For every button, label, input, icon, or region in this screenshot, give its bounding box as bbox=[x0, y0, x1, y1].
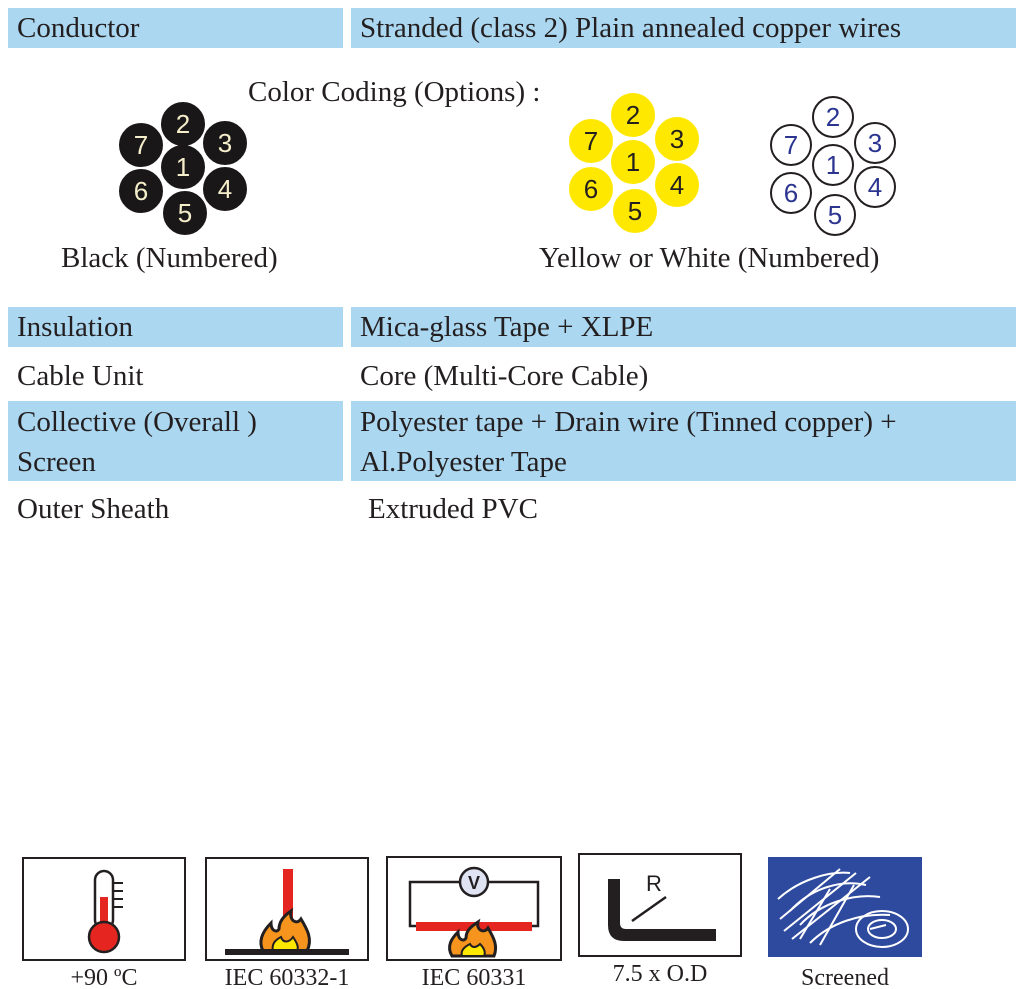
yellow-core-1: 1 bbox=[611, 140, 655, 184]
screen-value-line1: Polyester tape + Drain wire (Tinned copp… bbox=[360, 406, 897, 438]
white-core-4: 4 bbox=[854, 166, 896, 208]
black-core-1: 1 bbox=[161, 145, 205, 189]
conductor-label: Conductor bbox=[8, 8, 343, 48]
insulation-label: Insulation bbox=[8, 307, 343, 347]
conductor-row: Conductor Stranded (class 2) Plain annea… bbox=[8, 8, 1016, 48]
white-core-5: 5 bbox=[814, 194, 856, 236]
radius-label: R bbox=[646, 871, 662, 896]
black-core-5: 5 bbox=[163, 191, 207, 235]
bending-radius-icon: R bbox=[608, 871, 716, 941]
black-core-3: 3 bbox=[203, 121, 247, 165]
yellow-core-3: 3 bbox=[655, 117, 699, 161]
screened-caption: Screened bbox=[801, 965, 889, 989]
fire-voltage-box: V bbox=[386, 856, 562, 961]
black-core-7: 7 bbox=[119, 123, 163, 167]
insulation-value: Mica-glass Tape + XLPE bbox=[351, 307, 1016, 347]
screen-row: Collective (Overall ) Screen Polyester t… bbox=[8, 401, 1016, 481]
black-core-diagram: 2 3 4 5 6 7 1 bbox=[115, 96, 255, 236]
black-core-2: 2 bbox=[161, 102, 205, 146]
flame-test-caption: IEC 60332-1 bbox=[224, 965, 350, 989]
black-core-6: 6 bbox=[119, 169, 163, 213]
bending-radius-caption: 7.5 x O.D bbox=[612, 961, 708, 987]
fire-voltage-icon: V bbox=[408, 866, 540, 958]
outer-sheath-label: Outer Sheath bbox=[17, 493, 170, 525]
screened-box bbox=[768, 857, 922, 957]
yellow-core-7: 7 bbox=[569, 119, 613, 163]
outer-sheath-value: Extruded PVC bbox=[368, 493, 538, 525]
black-caption: Black (Numbered) bbox=[61, 242, 278, 274]
white-core-diagram: 2 3 4 5 6 7 1 bbox=[764, 94, 904, 236]
yellow-core-2: 2 bbox=[611, 93, 655, 137]
insulation-row: Insulation Mica-glass Tape + XLPE bbox=[8, 307, 1016, 347]
temperature-caption: +90 ºC bbox=[70, 965, 138, 989]
screen-value: Polyester tape + Drain wire (Tinned copp… bbox=[351, 401, 1016, 481]
yellow-white-caption: Yellow or White (Numbered) bbox=[539, 242, 880, 274]
flame-test-icon bbox=[225, 869, 349, 955]
screen-label: Collective (Overall ) Screen bbox=[8, 401, 343, 481]
flame-test-box bbox=[205, 857, 369, 961]
yellow-core-4: 4 bbox=[655, 163, 699, 207]
temperature-box bbox=[22, 857, 186, 961]
fire-voltage-caption: IEC 60331 bbox=[421, 965, 527, 989]
white-core-1: 1 bbox=[812, 144, 854, 186]
voltmeter-label: V bbox=[468, 873, 480, 893]
screen-label-line2: Screen bbox=[17, 446, 96, 478]
screened-icon bbox=[777, 868, 909, 948]
screen-value-line2: Al.Polyester Tape bbox=[360, 446, 567, 478]
yellow-core-5: 5 bbox=[613, 189, 657, 233]
bending-radius-box: R bbox=[578, 853, 742, 957]
cable-unit-label: Cable Unit bbox=[17, 360, 144, 392]
black-core-4: 4 bbox=[203, 167, 247, 211]
screen-label-line1: Collective (Overall ) bbox=[17, 406, 257, 438]
color-coding-title: Color Coding (Options) : bbox=[248, 76, 541, 108]
yellow-core-6: 6 bbox=[569, 167, 613, 211]
white-core-2: 2 bbox=[812, 96, 854, 138]
white-core-6: 6 bbox=[770, 172, 812, 214]
cable-unit-row: Cable Unit Core (Multi-Core Cable) bbox=[8, 356, 1016, 396]
thermometer-icon bbox=[87, 869, 123, 954]
white-core-7: 7 bbox=[770, 124, 812, 166]
white-core-3: 3 bbox=[854, 122, 896, 164]
conductor-value: Stranded (class 2) Plain annealed copper… bbox=[351, 8, 1016, 48]
outer-sheath-row: Outer Sheath Extruded PVC bbox=[8, 489, 1016, 529]
cable-unit-value: Core (Multi-Core Cable) bbox=[360, 360, 649, 392]
yellow-core-diagram: 2 3 4 5 6 7 1 bbox=[565, 91, 705, 233]
